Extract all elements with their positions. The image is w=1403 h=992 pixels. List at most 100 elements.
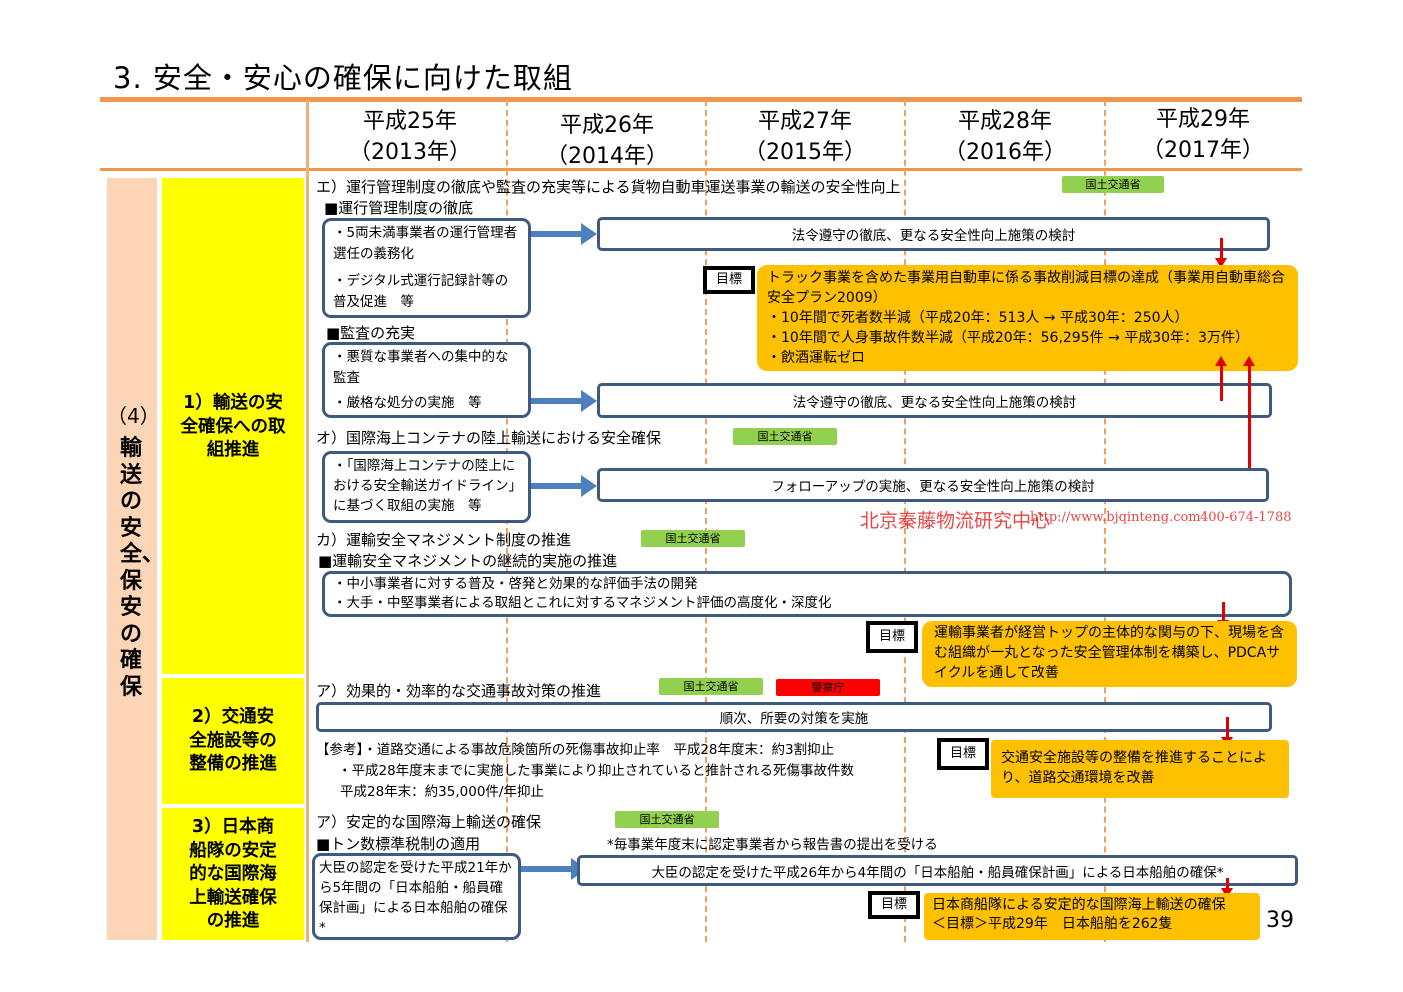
measure-item: ・5両未満事業者の運行管理者選任の義務化 <box>333 225 518 262</box>
measure-item: 大臣の認定を受けた平成21年から5年間の「日本船舶・船員確保計画」による日本船舶… <box>319 860 512 936</box>
section-o-heading: オ）国際海上コンテナの陸上輸送における安全確保 <box>316 429 662 447</box>
measure-box: ・5両未満事業者の運行管理者選任の義務化 ・デジタル式運行記録計等の普及促進 等 <box>322 218 531 318</box>
goal-text: ＜目標＞平成29年 日本船舶を262隻 <box>932 916 1173 932</box>
goal-label: 目標 <box>937 738 989 770</box>
arrow-right-icon <box>531 475 597 497</box>
watermark-text: 北京秦藤物流研究中心 <box>860 510 1051 532</box>
goal-box: トラック事業を含めた事業用自動車に係る事故削減目標の達成（事業用自動車総合安全プ… <box>757 265 1298 371</box>
red-arrow-up-icon <box>1215 356 1227 401</box>
label-column-divider <box>306 100 309 942</box>
maritime-heading: ア）安定的な国際海上輸送の確保 <box>316 813 542 831</box>
goal-text: 運輸事業者が経営トップの主体的な関与の下、現場を含む組織が一丸となった安全管理体… <box>934 625 1284 681</box>
watermark-phone: 400-674-1788 <box>1200 510 1292 525</box>
arrow-right-icon <box>521 858 587 880</box>
agency-badge-mlit: 国土交通省 <box>615 811 719 828</box>
timeline-bar: 大臣の認定を受けた平成26年から4年間の「日本船舶・船員確保計画」による日本船舶… <box>577 855 1298 886</box>
goal-text: ・飲酒運転ゼロ <box>767 350 865 366</box>
measure-item: ・「国際海上コンテナの陸上における安全輸送ガイドライン」に基づく取組の実施 等 <box>333 458 516 514</box>
year-label: 平成25年 <box>363 109 457 134</box>
year-divider <box>705 100 707 942</box>
subcategory-cell-3: 3）日本商船隊の安定的な国際海上輸送確保の推進 <box>162 808 304 940</box>
measure-box: ・中小事業者に対する普及・啓発と効果的な評価手法の開発 ・大手・中堅事業者による… <box>322 571 1292 617</box>
year-sublabel: （2013年） <box>349 140 471 165</box>
goal-text: ・10年間で人身事故件数半減（平成20年：56,295件 → 平成30年：3万件… <box>767 330 1249 346</box>
measure-item: ・悪質な事業者への集中的な監査 <box>333 349 509 386</box>
timeline-bar: フォローアップの実施、更なる安全性向上施策の検討 <box>597 468 1269 502</box>
red-arrow-down-icon <box>1221 878 1233 898</box>
subcategory-label: 1）輸送の安全確保への取組推進 <box>180 393 286 460</box>
year-header-2013: 平成25年 （2013年） <box>315 106 505 168</box>
red-arrow-down-icon <box>1217 602 1229 630</box>
watermark-url: http://www.bjqinteng.com <box>1030 510 1201 525</box>
reference-line: 【参考】・道路交通による事故危険箇所の死傷事故抑止率 平成28年度末：約3割抑止 <box>316 742 835 758</box>
subcategory-cell-2: 2）交通安全施設等の整備の推進 <box>162 678 304 804</box>
goal-label: 目標 <box>866 621 918 653</box>
timeline-bar: 順次、所要の対策を実施 <box>316 702 1272 732</box>
red-arrow-up-icon <box>1243 356 1255 484</box>
section-e-sub2: ■監査の充実 <box>326 324 416 342</box>
goal-box: 交通安全施設等の整備を推進することにより、道路交通環境を改善 <box>991 740 1289 798</box>
subcategory-cell-1: 1）輸送の安全確保への取組推進 <box>162 178 304 674</box>
red-arrow-down-icon <box>1215 238 1227 268</box>
measure-item: ・中小事業者に対する普及・啓発と効果的な評価手法の開発 <box>333 576 698 592</box>
year-sublabel: （2014年） <box>546 144 668 169</box>
year-label: 平成28年 <box>958 109 1052 134</box>
year-sublabel: （2016年） <box>944 140 1066 165</box>
goal-label: 目標 <box>868 891 920 919</box>
maritime-sub: ■トン数標準税制の適用 <box>316 835 481 853</box>
timeline-bar-label: フォローアップの実施、更なる安全性向上施策の検討 <box>771 479 1095 495</box>
page-title: 3. 安全・安心の確保に向けた取組 <box>113 61 573 95</box>
agency-badge-mlit: 国土交通省 <box>1062 176 1164 193</box>
section-e-heading: エ）運行管理制度の徹底や監査の充実等による貨物自動車運送事業の輸送の安全性向上 <box>316 178 901 196</box>
year-label: 平成29年 <box>1156 107 1250 132</box>
goal-text: 交通安全施設等の整備を推進することにより、道路交通環境を改善 <box>1001 750 1267 786</box>
section-ka-heading: カ）運輸安全マネジメント制度の推進 <box>316 531 572 549</box>
maritime-note: *毎事業年度末に認定事業者から報告書の提出を受ける <box>607 837 938 853</box>
goal-text: トラック事業を含めた事業用自動車に係る事故削減目標の達成（事業用自動車総合安全プ… <box>767 270 1285 306</box>
agency-badge-mlit: 国土交通省 <box>733 428 837 445</box>
traffic-heading: ア）効果的・効率的な交通事故対策の推進 <box>316 682 602 700</box>
year-divider <box>1104 100 1106 942</box>
measure-box: ・「国際海上コンテナの陸上における安全輸送ガイドライン」に基づく取組の実施 等 <box>322 451 531 523</box>
goal-text: ・10年間で死者数半減（平成20年：513人 → 平成30年：250人） <box>767 310 1189 326</box>
measure-box: 大臣の認定を受けた平成21年から5年間の「日本船舶・船員確保計画」による日本船舶… <box>312 853 521 940</box>
goal-label: 目標 <box>703 266 755 294</box>
section-ka-sub: ■運輸安全マネジメントの継続的実施の推進 <box>318 552 618 570</box>
agency-badge-police: 警察庁 <box>776 679 880 696</box>
goal-box: 運輸事業者が経営トップの主体的な関与の下、現場を含む組織が一丸となった安全管理体… <box>922 621 1297 687</box>
measure-box: ・悪質な事業者への集中的な監査 ・厳格な処分の実施 等 <box>322 342 531 418</box>
category-label: 輸送の安全、保安の確保 <box>120 436 165 700</box>
agency-badge-mlit: 国土交通省 <box>641 530 745 547</box>
year-label: 平成26年 <box>560 113 654 138</box>
measure-item: ・デジタル式運行記録計等の普及促進 等 <box>333 273 509 310</box>
subcategory-label: 3）日本商船隊の安定的な国際海上輸送確保の推進 <box>189 817 277 931</box>
year-header-2015: 平成27年 （2015年） <box>710 106 900 168</box>
arrow-right-icon <box>531 390 597 412</box>
timeline-bar-label: 順次、所要の対策を実施 <box>719 711 869 727</box>
reference-line: ・平成28年度末までに実施した事業により抑止されていると推計される死傷事故件数 <box>338 763 855 779</box>
red-arrow-down-icon <box>1221 717 1233 747</box>
year-sublabel: （2015年） <box>744 140 866 165</box>
goal-text: 日本商船隊による安定的な国際海上輸送の確保 <box>932 897 1226 913</box>
year-header-2016: 平成28年 （2016年） <box>910 106 1100 168</box>
year-divider <box>904 100 906 942</box>
year-label: 平成27年 <box>758 109 852 134</box>
subcategory-label: 2）交通安全施設等の整備の推進 <box>189 707 277 774</box>
timeline-bar: 法令遵守の徹底、更なる安全性向上施策の検討 <box>597 383 1272 418</box>
section-e-sub1: ■運行管理制度の徹底 <box>324 199 474 217</box>
goal-box: 日本商船隊による安定的な国際海上輸送の確保 ＜目標＞平成29年 日本船舶を262… <box>924 893 1260 940</box>
timeline-bar-label: 法令遵守の徹底、更なる安全性向上施策の検討 <box>792 394 1077 411</box>
category-number: （4） <box>107 404 160 428</box>
timeline-bar-label: 大臣の認定を受けた平成26年から4年間の「日本船舶・船員確保計画」による日本船舶… <box>651 864 1224 881</box>
reference-line: 平成28年末：約35,000件/年抑止 <box>340 784 544 800</box>
agency-badge-mlit: 国土交通省 <box>659 678 763 695</box>
timeline-bar-label: 法令遵守の徹底、更なる安全性向上施策の検討 <box>791 228 1076 244</box>
page-number: 39 <box>1266 908 1294 933</box>
year-header-2014: 平成26年 （2014年） <box>512 110 702 172</box>
year-sublabel: （2017年） <box>1142 138 1264 163</box>
header-bottom-rule <box>100 168 1302 171</box>
header-rule <box>100 97 1302 102</box>
measure-item: ・厳格な処分の実施 等 <box>333 395 482 411</box>
arrow-right-icon <box>531 223 597 245</box>
year-header-2017: 平成29年 （2017年） <box>1108 104 1298 166</box>
